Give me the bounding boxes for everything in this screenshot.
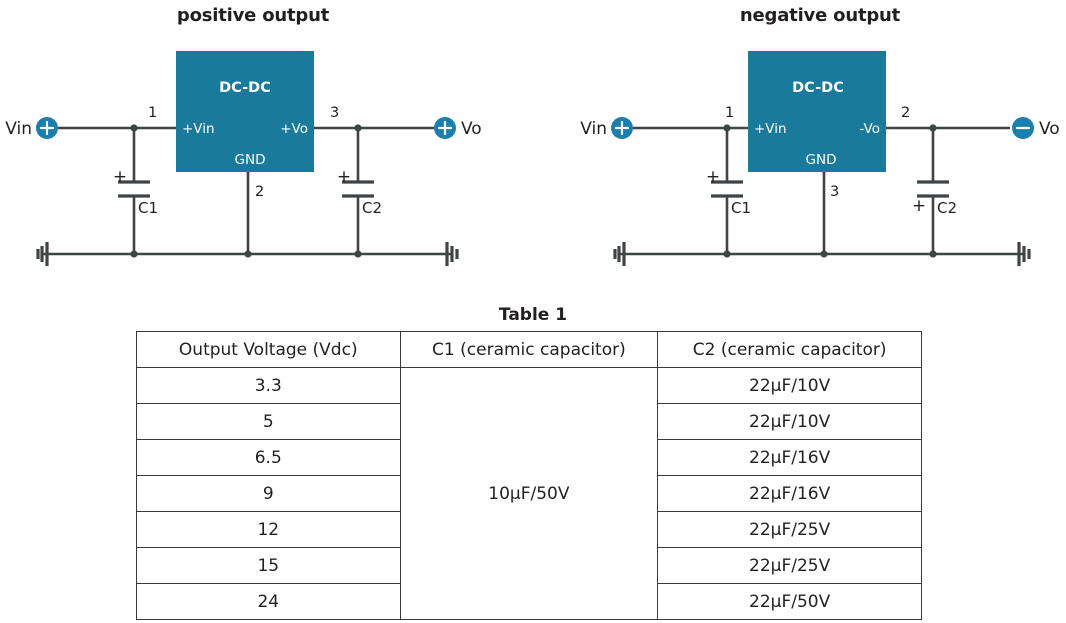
pin-label-vo-negative: -Vo — [859, 121, 880, 137]
node-dot-gnd-chip-negative — [820, 250, 828, 258]
cell-output-voltage: 3.3 — [136, 367, 401, 404]
c1-label-negative: C1 — [731, 199, 751, 217]
negative-output-schematic: DC-DC +Vin -Vo GND 1 2 3 + C1 + C2 Vin V… — [580, 51, 1060, 266]
dcdc-converter-block-negative — [748, 51, 886, 172]
cell-output-voltage: 15 — [136, 547, 401, 584]
node-dot-gnd-c1-negative — [723, 250, 731, 258]
cell-c2: 22µF/50V — [657, 583, 922, 620]
cell-c2: 22µF/16V — [657, 439, 922, 476]
pin-label-gnd-negative: GND — [806, 152, 837, 168]
node-dot-output-positive — [354, 124, 362, 132]
node-dot-gnd-c2-negative — [929, 250, 937, 258]
pin-label-vo-positive: +Vo — [280, 121, 308, 137]
table-header-c2: C2 (ceramic capacitor) — [657, 331, 922, 368]
node-dot-gnd-c1-positive — [130, 250, 138, 258]
cell-c2: 22µF/10V — [657, 367, 922, 404]
input-terminal-label-negative: Vin — [580, 119, 607, 139]
table-header-output-voltage: Output Voltage (Vdc) — [136, 331, 401, 368]
capacitor-spec-table: Output Voltage (Vdc) C1 (ceramic capacit… — [136, 331, 922, 620]
c2-label-negative: C2 — [937, 199, 957, 217]
c1-label-positive: C1 — [138, 199, 158, 217]
pin-number-1-negative: 1 — [725, 105, 734, 121]
node-dot-gnd-chip-positive — [244, 250, 252, 258]
input-terminal-label-positive: Vin — [5, 119, 32, 139]
output-terminal-label-positive: Vo — [461, 119, 482, 139]
cell-c2: 22µF/25V — [657, 511, 922, 548]
dcdc-chip-label-negative: DC-DC — [792, 80, 844, 96]
cell-output-voltage: 6.5 — [136, 439, 401, 476]
cell-c2: 22µF/25V — [657, 547, 922, 584]
table-row: 6.5 22µF/16V — [136, 439, 922, 476]
pin-number-3-positive: 3 — [330, 105, 339, 121]
table-header-row: Output Voltage (Vdc) C1 (ceramic capacit… — [136, 331, 922, 368]
pin-number-1-positive: 1 — [148, 105, 157, 121]
pin-label-vin-negative: +Vin — [754, 121, 787, 137]
table-row: 9 22µF/16V — [136, 475, 922, 512]
dcdc-converter-block-positive — [176, 51, 314, 172]
cell-c2: 22µF/10V — [657, 403, 922, 440]
output-terminal-label-negative: Vo — [1039, 119, 1060, 139]
c2-polarity-sign-negative: + — [912, 196, 926, 216]
negative-circuit-title: negative output — [739, 5, 901, 26]
plus-icon-output-positive — [437, 120, 453, 136]
table-row: 5 22µF/10V — [136, 403, 922, 440]
table-header-c1: C1 (ceramic capacitor) — [399, 331, 659, 368]
cell-c1-merged: 10µF/50V — [399, 367, 659, 620]
c2-polarity-sign-positive: + — [337, 167, 351, 187]
c1-polarity-sign-positive: + — [113, 167, 127, 187]
node-dot-gnd-c2-positive — [354, 250, 362, 258]
cell-output-voltage: 9 — [136, 475, 401, 512]
pin-label-vin-positive: +Vin — [182, 121, 215, 137]
cell-c2: 22µF/16V — [657, 475, 922, 512]
pin-number-3-negative: 3 — [830, 184, 839, 200]
plus-icon-input-negative — [614, 120, 630, 136]
table-row: 12 22µF/25V — [136, 511, 922, 548]
positive-output-schematic: DC-DC +Vin +Vo GND 1 3 2 + C1 + C2 Vin V… — [5, 51, 482, 266]
dcdc-chip-label-positive: DC-DC — [219, 80, 271, 96]
pin-number-2-negative: 2 — [901, 105, 910, 121]
c2-label-positive: C2 — [362, 199, 382, 217]
positive-circuit-title: positive output — [176, 5, 330, 26]
cell-output-voltage: 12 — [136, 511, 401, 548]
c1-polarity-sign-negative: + — [706, 167, 720, 187]
cell-output-voltage: 5 — [136, 403, 401, 440]
node-dot-output-negative — [929, 124, 937, 132]
table-row: 3.3 10µF/50V 22µF/10V — [136, 367, 922, 620]
table-row: 24 22µF/50V — [136, 583, 922, 620]
pin-number-2-positive: 2 — [255, 184, 264, 200]
table-title: Table 1 — [498, 305, 568, 325]
table-row: 15 22µF/25V — [136, 547, 922, 584]
node-dot-input-positive — [130, 124, 138, 132]
cell-output-voltage: 24 — [136, 583, 401, 620]
node-dot-input-negative — [723, 124, 731, 132]
plus-icon-input-positive — [39, 120, 55, 136]
pin-label-gnd-positive: GND — [235, 152, 266, 168]
